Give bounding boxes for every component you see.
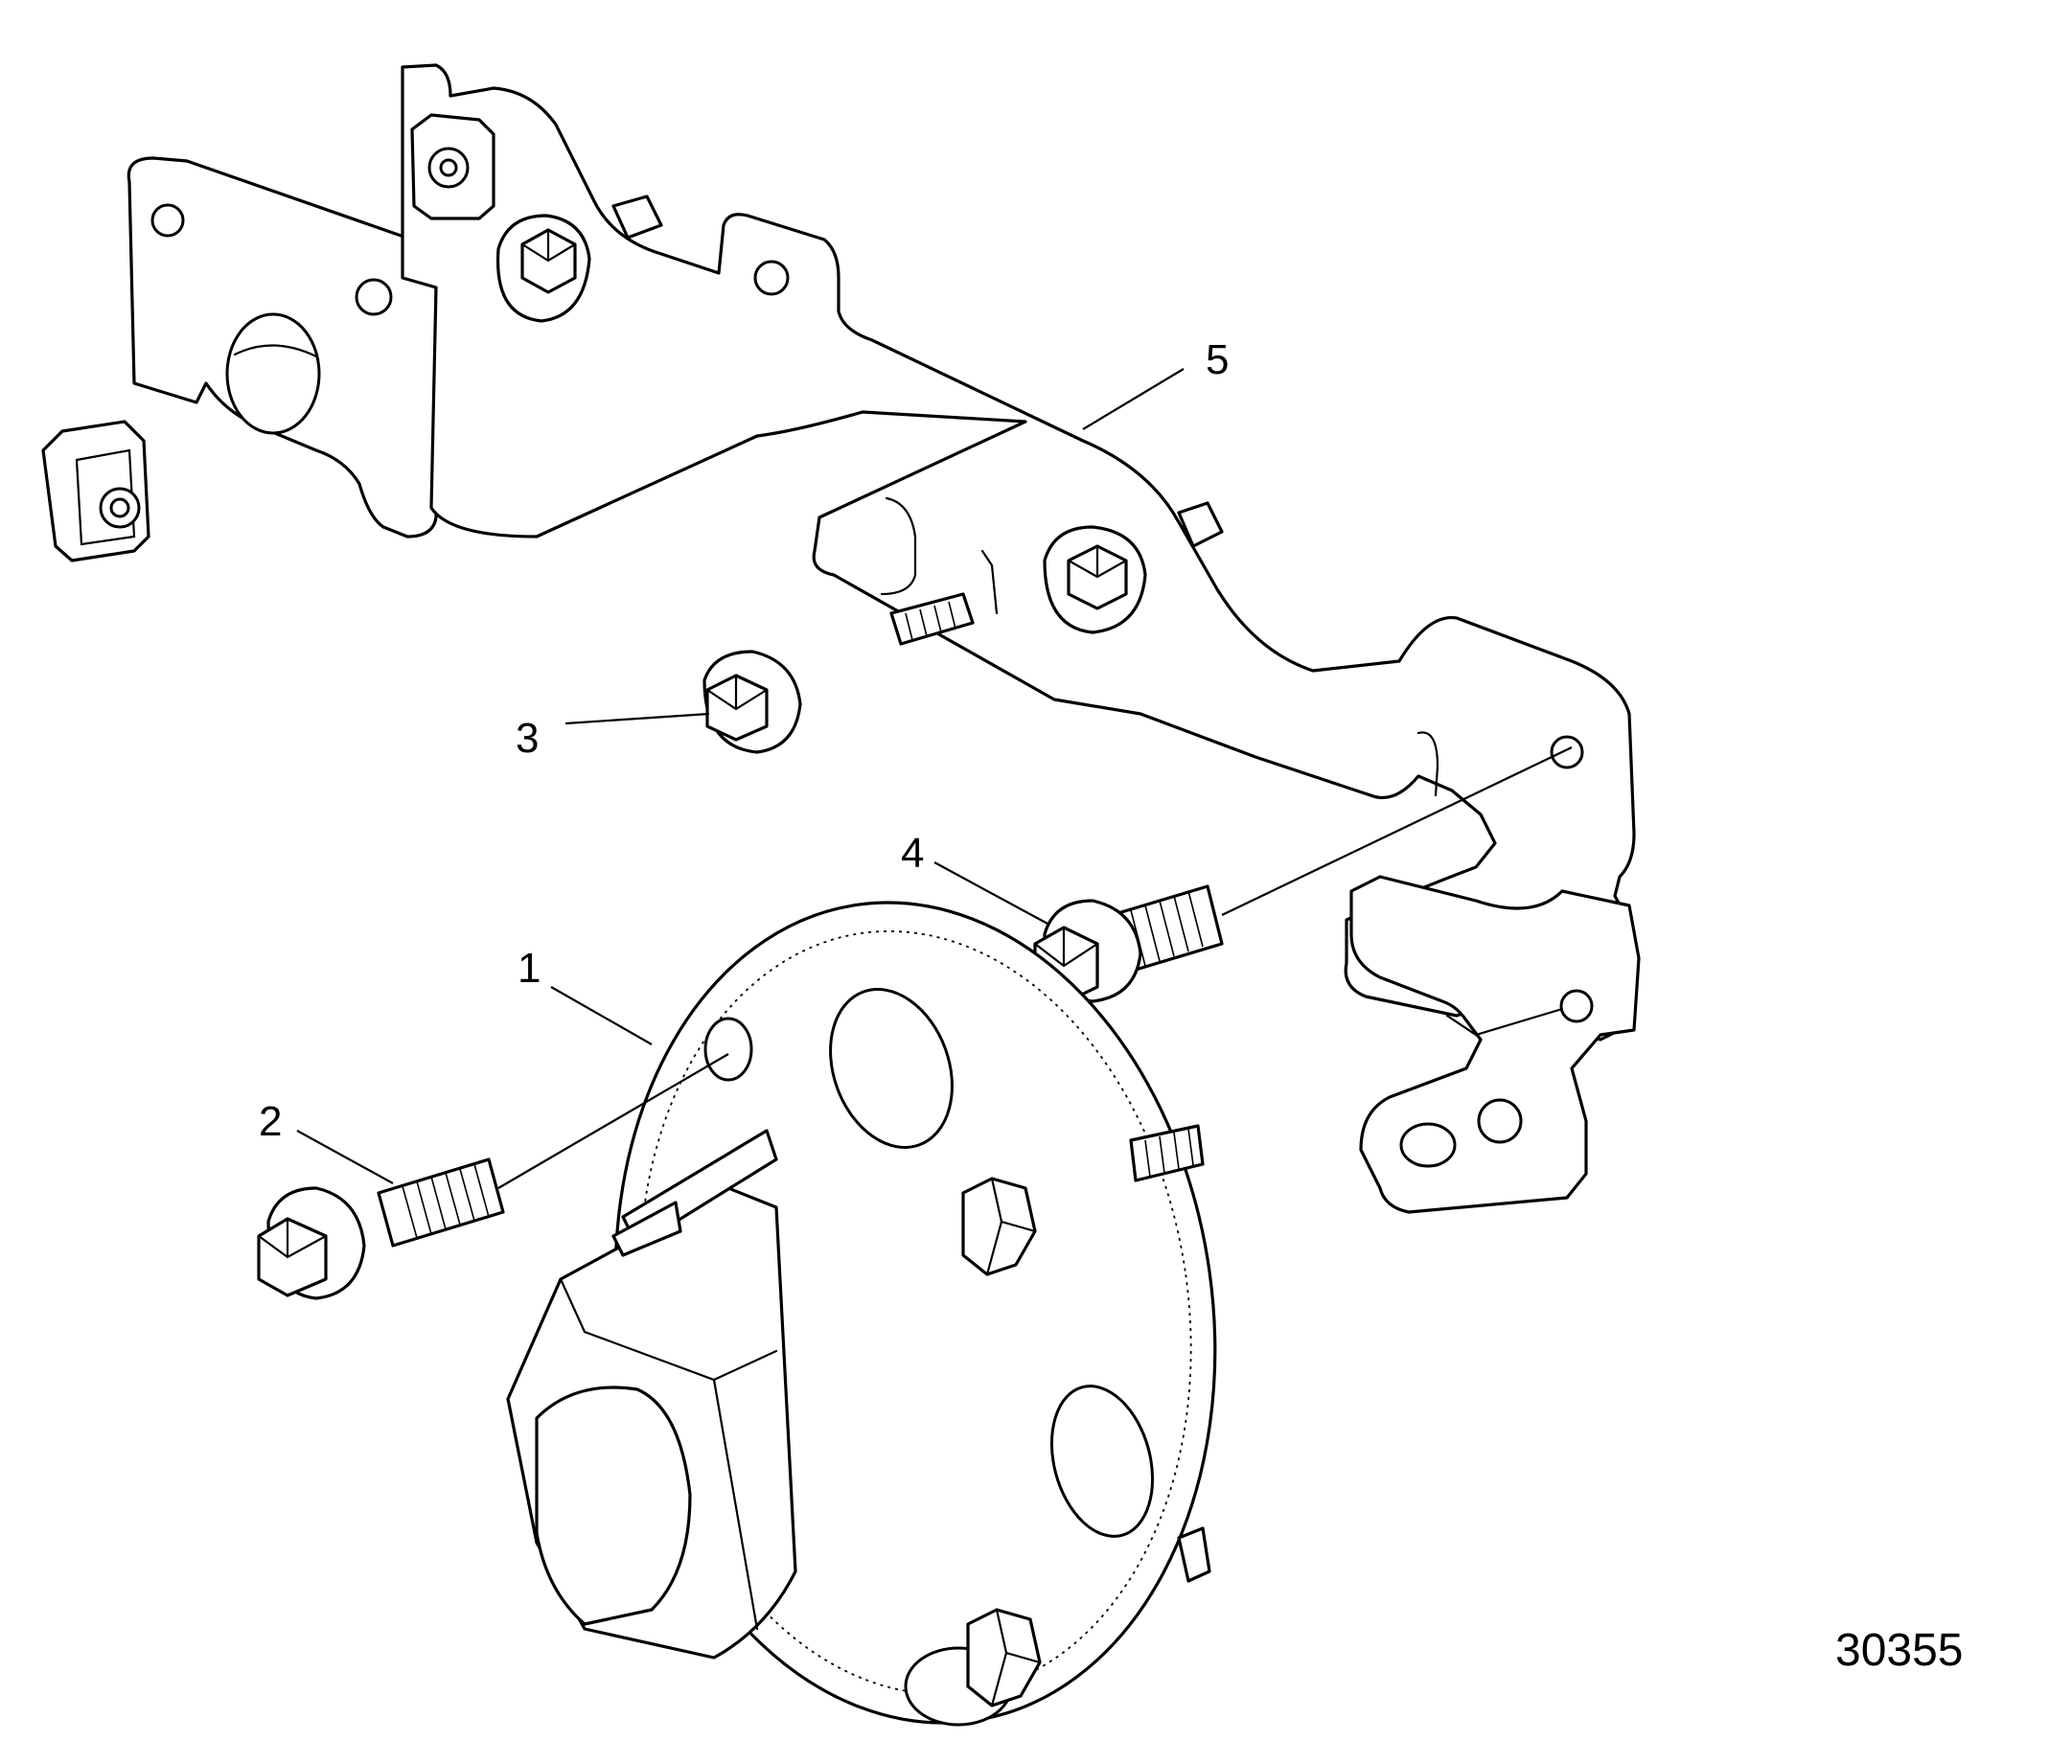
leader-4 <box>933 861 1050 926</box>
callout-2: 2 <box>259 1098 282 1145</box>
leader-3 <box>564 712 710 725</box>
leader-1 <box>550 986 653 1045</box>
callout-5: 5 <box>1206 336 1229 383</box>
callout-1: 1 <box>518 945 541 992</box>
coupler-hub <box>506 901 1217 1727</box>
leader-5 <box>1082 368 1185 430</box>
figure-number: 30355 <box>1835 1625 1963 1676</box>
callout-4: 4 <box>901 830 924 877</box>
hex-head-bolt-2 <box>257 1053 729 1300</box>
hex-nut <box>702 650 802 754</box>
leader-2 <box>296 1130 394 1184</box>
callout-3: 3 <box>516 715 539 762</box>
bracket-hex-bolt-middle <box>1043 501 1224 634</box>
bracket-hex-bolt-upper <box>495 195 663 323</box>
mounting-bracket <box>41 63 1641 1214</box>
